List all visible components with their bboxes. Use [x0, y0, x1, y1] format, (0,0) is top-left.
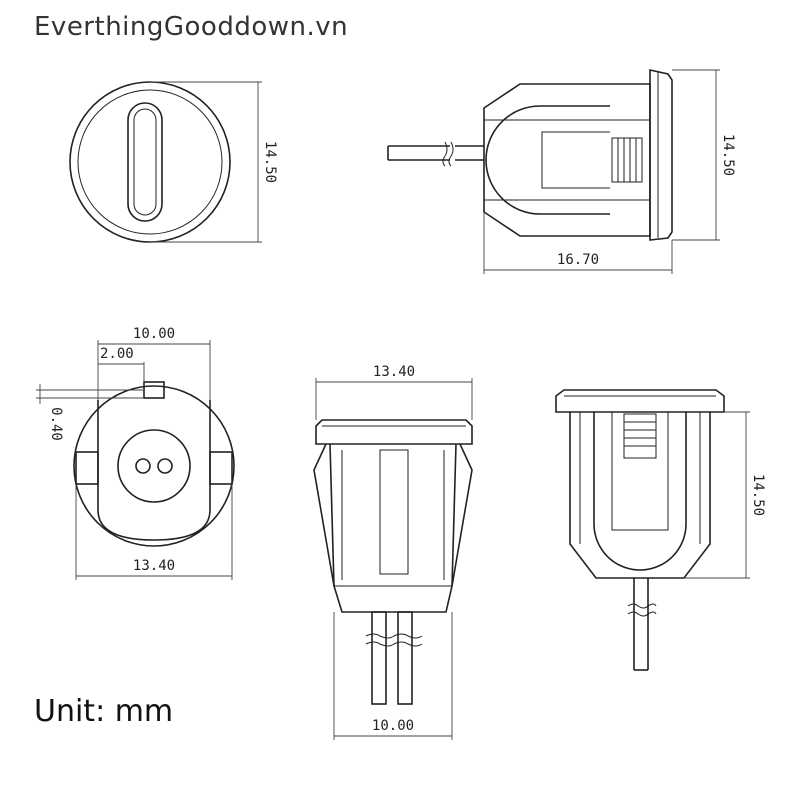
front-view-dim-bottom-width: 10.00: [372, 718, 414, 734]
bottom-view-hole-left: [135, 458, 151, 474]
side-view-2-cable-break-2: [627, 611, 657, 617]
side-view: 14.50 16.70: [387, 69, 736, 274]
side-view-dim-height: 14.50: [720, 134, 736, 176]
side-view-2-u-inner: [611, 412, 669, 531]
side-view-2-threaded-part: [623, 413, 657, 459]
top-view-inner-circle: [77, 89, 223, 235]
top-view-slot-outer: [127, 102, 163, 222]
bottom-view: 10.00 2.00 0.40 13.40: [36, 326, 235, 580]
watermark-text: EverthingGooddown.vn: [34, 12, 349, 42]
side-view-2-flange: [555, 389, 725, 413]
front-view-latch-left: [313, 443, 335, 587]
bottom-view-dim-offset: 0.40: [48, 407, 64, 441]
front-view: 13.40 10.00: [313, 364, 473, 740]
side-view-2-u-outer: [593, 412, 687, 571]
top-view: 14.50: [69, 81, 278, 243]
front-view-cable-left: [371, 611, 387, 705]
side-view-u-outer: [485, 105, 610, 215]
front-view-body: [329, 443, 457, 613]
bottom-view-dim-spacing: 2.00: [100, 346, 134, 362]
bottom-view-tab-left: [75, 451, 99, 485]
side-view-2: 14.50: [555, 389, 766, 671]
bottom-view-dim-outer: 13.40: [133, 558, 175, 574]
bottom-view-center-circle: [117, 429, 191, 503]
top-view-slot-inner: [133, 108, 157, 216]
side-view-2-dim-height: 14.50: [750, 474, 766, 516]
side-view-flange: [649, 69, 673, 241]
bottom-view-tab-right: [209, 451, 233, 485]
bottom-view-inner-u: [97, 400, 211, 541]
side-view-2-body: [569, 412, 711, 579]
side-view-cable-break-1: [442, 141, 448, 167]
front-view-latch-right: [451, 443, 473, 587]
bottom-view-hole-right: [157, 458, 173, 474]
side-view-cable-break-2: [448, 141, 454, 167]
front-view-dim-top-width: 13.40: [373, 364, 415, 380]
top-view-outer-circle: [69, 81, 231, 243]
front-view-center-rib: [379, 449, 409, 575]
side-view-dim-length: 16.70: [557, 252, 599, 268]
front-view-flange: [315, 419, 473, 445]
front-view-cable-break-2: [365, 641, 423, 647]
bottom-view-dim-width: 10.00: [133, 326, 175, 342]
front-view-cable-break-1: [365, 633, 423, 639]
top-view-dim-height: 14.50: [262, 141, 278, 183]
bottom-view-outer-circle: [73, 385, 235, 547]
unit-label: Unit: mm: [34, 694, 174, 729]
front-view-cable-right: [397, 611, 413, 705]
side-view-threaded-part: [611, 137, 643, 183]
side-view-2-cable-break-1: [627, 603, 657, 609]
bottom-view-key: [143, 381, 165, 399]
side-view-u-inner: [541, 131, 610, 189]
